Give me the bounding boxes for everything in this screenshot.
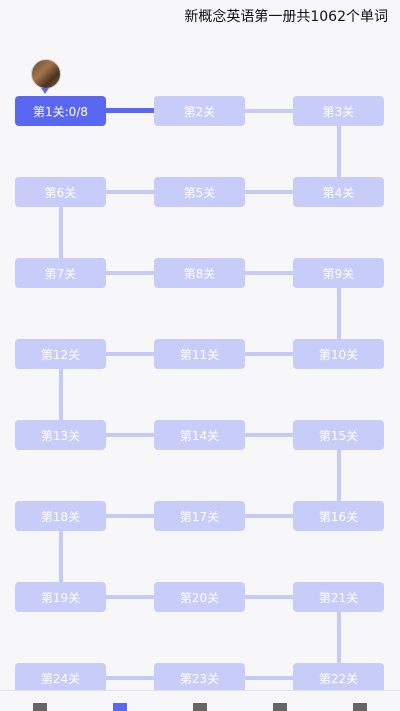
connector-horizontal [106,595,154,599]
level-node-16[interactable]: 第16关 [293,501,384,531]
level-node-11[interactable]: 第11关 [154,339,245,369]
connector-vertical [336,612,341,663]
level-node-5[interactable]: 第5关 [154,177,245,207]
connector-horizontal [106,514,154,518]
level-node-1[interactable]: 第1关:0/8 [15,96,106,126]
level-node-14[interactable]: 第14关 [154,420,245,450]
level-node-12[interactable]: 第12关 [15,339,106,369]
avatar [31,59,61,89]
connector-horizontal [106,271,154,275]
level-node-17[interactable]: 第17关 [154,501,245,531]
connector-vertical [336,126,341,177]
profile-icon[interactable] [350,703,370,711]
level-node-2[interactable]: 第2关 [154,96,245,126]
level-node-6[interactable]: 第6关 [15,177,106,207]
connector-horizontal [245,352,293,356]
level-node-10[interactable]: 第10关 [293,339,384,369]
level-node-7[interactable]: 第7关 [15,258,106,288]
bottom-tab-bar [0,690,400,711]
level-node-15[interactable]: 第15关 [293,420,384,450]
avatar-pointer-icon [41,88,49,94]
study-icon[interactable] [190,703,210,711]
connector-vertical [336,288,341,339]
connector-horizontal [106,352,154,356]
level-node-22[interactable]: 第22关 [293,663,384,693]
connector-horizontal [245,109,293,113]
words-icon[interactable] [110,703,130,711]
level-node-13[interactable]: 第13关 [15,420,106,450]
level-node-9[interactable]: 第9关 [293,258,384,288]
level-node-8[interactable]: 第8关 [154,258,245,288]
connector-vertical [336,450,341,501]
connector-horizontal [106,108,154,113]
connector-horizontal [106,676,154,680]
connector-horizontal [245,190,293,194]
connector-horizontal [106,190,154,194]
connector-vertical [58,369,63,420]
level-node-4[interactable]: 第4关 [293,177,384,207]
connector-horizontal [245,271,293,275]
connector-horizontal [245,514,293,518]
connector-horizontal [245,595,293,599]
level-node-24[interactable]: 第24关 [15,663,106,693]
connector-vertical [58,207,63,258]
page-title: 新概念英语第一册共1062个单词 [184,9,388,25]
connector-horizontal [106,433,154,437]
level-node-3[interactable]: 第3关 [293,96,384,126]
connector-horizontal [245,676,293,680]
level-node-18[interactable]: 第18关 [15,501,106,531]
level-node-23[interactable]: 第23关 [154,663,245,693]
level-node-21[interactable]: 第21关 [293,582,384,612]
video-icon[interactable] [270,703,290,711]
connector-vertical [58,531,63,582]
level-node-20[interactable]: 第20关 [154,582,245,612]
connector-horizontal [245,433,293,437]
level-node-19[interactable]: 第19关 [15,582,106,612]
home-icon[interactable] [30,703,50,711]
